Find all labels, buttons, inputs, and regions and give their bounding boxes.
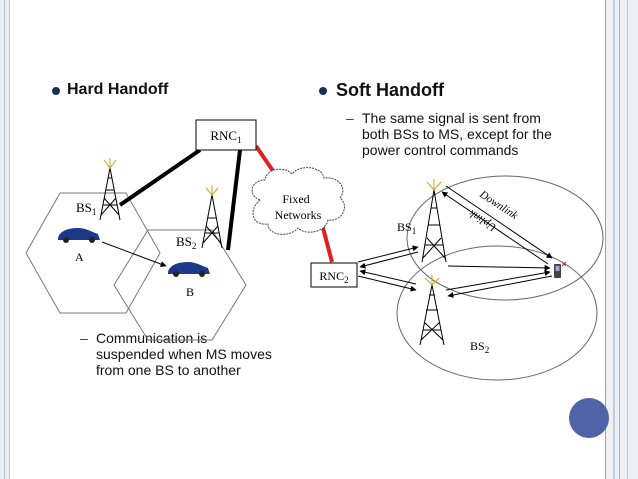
link-fixed-rnc2: [320, 223, 334, 263]
rnc1-sub: 1: [237, 135, 242, 145]
tower-bs2-soft: [419, 275, 445, 346]
svg-text:RNC1: RNC1: [210, 128, 241, 145]
svg-text:BS2: BS2: [470, 339, 489, 355]
hard-bs2-label: BS: [176, 234, 192, 249]
cell-b-hexagon: [113, 229, 247, 341]
hard-note-line-1: Communication is: [96, 330, 208, 346]
soft-handoff-title: Soft Handoff: [336, 80, 444, 100]
rnc2-box: [310, 262, 358, 288]
soft-bs2-sub: 2: [485, 345, 490, 355]
soft-note-line-1: The same signal is sent from: [362, 110, 541, 126]
rnc1-label: RNC: [210, 128, 237, 143]
soft-note-line-3: power control commands: [362, 142, 519, 158]
soft-bs1-sub: 1: [412, 226, 417, 236]
svg-text:RNC2: RNC2: [319, 269, 348, 285]
hard-handoff-bullet: [52, 87, 60, 95]
cell-a-hexagon: [25, 192, 161, 314]
bs1-to-rnc2-arrow: [359, 251, 419, 269]
cell-bs2-ellipse: [396, 245, 598, 381]
soft-bs1-label: BS: [397, 220, 412, 234]
svg-text:BS1: BS1: [397, 220, 416, 236]
slide-right-border: [605, 0, 638, 479]
rnc2-label: RNC: [319, 269, 344, 283]
hard-bs1-label: BS: [76, 200, 92, 215]
decorative-circle: [569, 398, 609, 438]
soft-note-line-2: both BSs to MS, except for the: [362, 126, 552, 142]
svg-text:BS2: BS2: [176, 234, 196, 251]
hard-handoff-note: – Communication is suspended when MS mov…: [80, 330, 272, 378]
bs2-to-ms-arrow: [445, 269, 551, 291]
cell-b-label: B: [186, 285, 194, 299]
uplink-arrow: [441, 191, 549, 265]
hard-note-line-3: from one BS to another: [96, 362, 241, 378]
slide-left-border: [0, 0, 10, 479]
tower-bs1-soft: [421, 179, 447, 263]
hard-bs2-sub: 2: [192, 241, 197, 251]
car-a-icon: [58, 228, 100, 243]
link-rnc1-bs1: [118, 148, 202, 207]
bs2-to-rnc2-arrow: [359, 269, 417, 285]
cell-bs1-ellipse: [406, 175, 604, 301]
hard-handoff-title: Hard Handoff: [67, 81, 169, 98]
fixed-networks-cloud: [251, 167, 345, 235]
rnc2-to-bs2-arrow: [357, 275, 417, 292]
hard-bs1-sub: 1: [92, 207, 97, 217]
svg-text:BS1: BS1: [76, 200, 96, 217]
hard-note-line-2: suspended when MS moves: [96, 346, 272, 362]
mobile-station-icon: [554, 261, 567, 278]
car-movement-arrow: [101, 241, 167, 267]
cloud-line-1: Fixed: [282, 192, 309, 206]
rnc2-to-bs1-arrow: [357, 245, 419, 263]
ms-to-bs2-arrow: [447, 275, 553, 298]
soft-handoff-note: – The same signal is sent from both BSs …: [346, 110, 552, 158]
car-b-icon: [168, 262, 210, 277]
rnc2-sub: 2: [344, 275, 349, 285]
cloud-line-2: Networks: [275, 208, 322, 222]
cell-a-label: A: [75, 250, 84, 264]
soft-bs2-label: BS: [470, 339, 485, 353]
downlink-arrow: [445, 185, 553, 259]
soft-handoff-bullet: [319, 87, 327, 95]
tower-bs1-hard: [99, 158, 121, 221]
link-rnc1-bs2: [226, 149, 242, 251]
rnc1-box: [195, 119, 257, 151]
bs1-to-ms-arrow: [447, 264, 551, 271]
tower-bs2-hard: [201, 185, 223, 249]
